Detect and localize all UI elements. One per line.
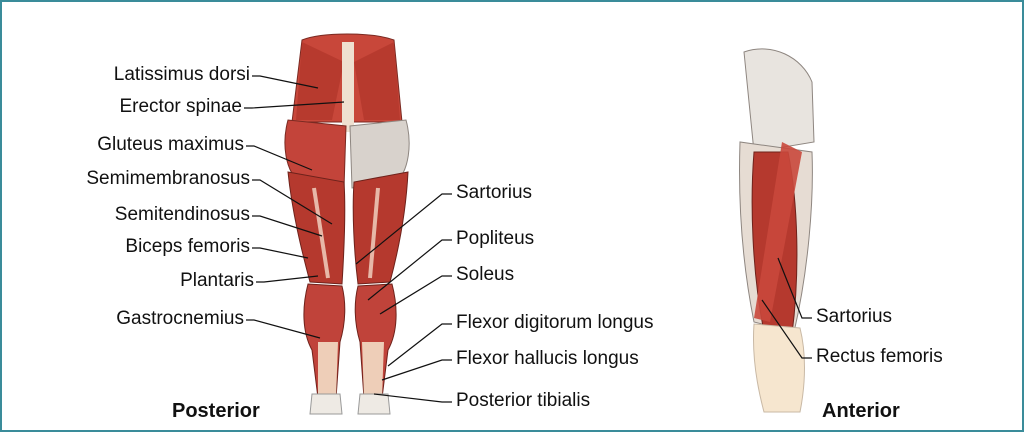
label-latissimus-dorsi: Latissimus dorsi xyxy=(42,64,250,86)
label-soleus: Soleus xyxy=(456,264,514,286)
left-foot xyxy=(310,394,342,414)
label-flexor-digitorum-longus: Flexor digitorum longus xyxy=(456,312,653,334)
label-sartorius-anterior: Sartorius xyxy=(816,306,892,328)
anterior-knee xyxy=(753,324,804,412)
label-gluteus-maximus: Gluteus maximus xyxy=(22,134,244,156)
label-posterior-tibialis: Posterior tibialis xyxy=(456,390,590,412)
label-plantaris: Plantaris xyxy=(22,270,254,292)
title-posterior: Posterior xyxy=(172,400,260,423)
label-semimembranosus: Semimembranosus xyxy=(22,168,250,190)
title-anterior: Anterior xyxy=(822,400,900,423)
right-foot xyxy=(358,394,390,414)
right-ankle xyxy=(362,342,384,398)
leader-biceps-femoris xyxy=(252,248,308,258)
label-gastrocnemius: Gastrocnemius xyxy=(22,308,244,330)
label-flexor-hallucis-longus: Flexor hallucis longus xyxy=(456,348,639,370)
left-ankle xyxy=(318,342,338,398)
label-sartorius-posterior: Sartorius xyxy=(456,182,532,204)
label-semitendinosus: Semitendinosus xyxy=(22,204,250,226)
label-erector-spinae: Erector spinae xyxy=(42,96,242,118)
posterior-figure xyxy=(285,34,409,414)
label-popliteus: Popliteus xyxy=(456,228,534,250)
anterior-hip xyxy=(744,49,814,152)
label-biceps-femoris: Biceps femoris xyxy=(22,236,250,258)
spine-shape xyxy=(342,42,354,132)
label-rectus-femoris: Rectus femoris xyxy=(816,346,943,368)
